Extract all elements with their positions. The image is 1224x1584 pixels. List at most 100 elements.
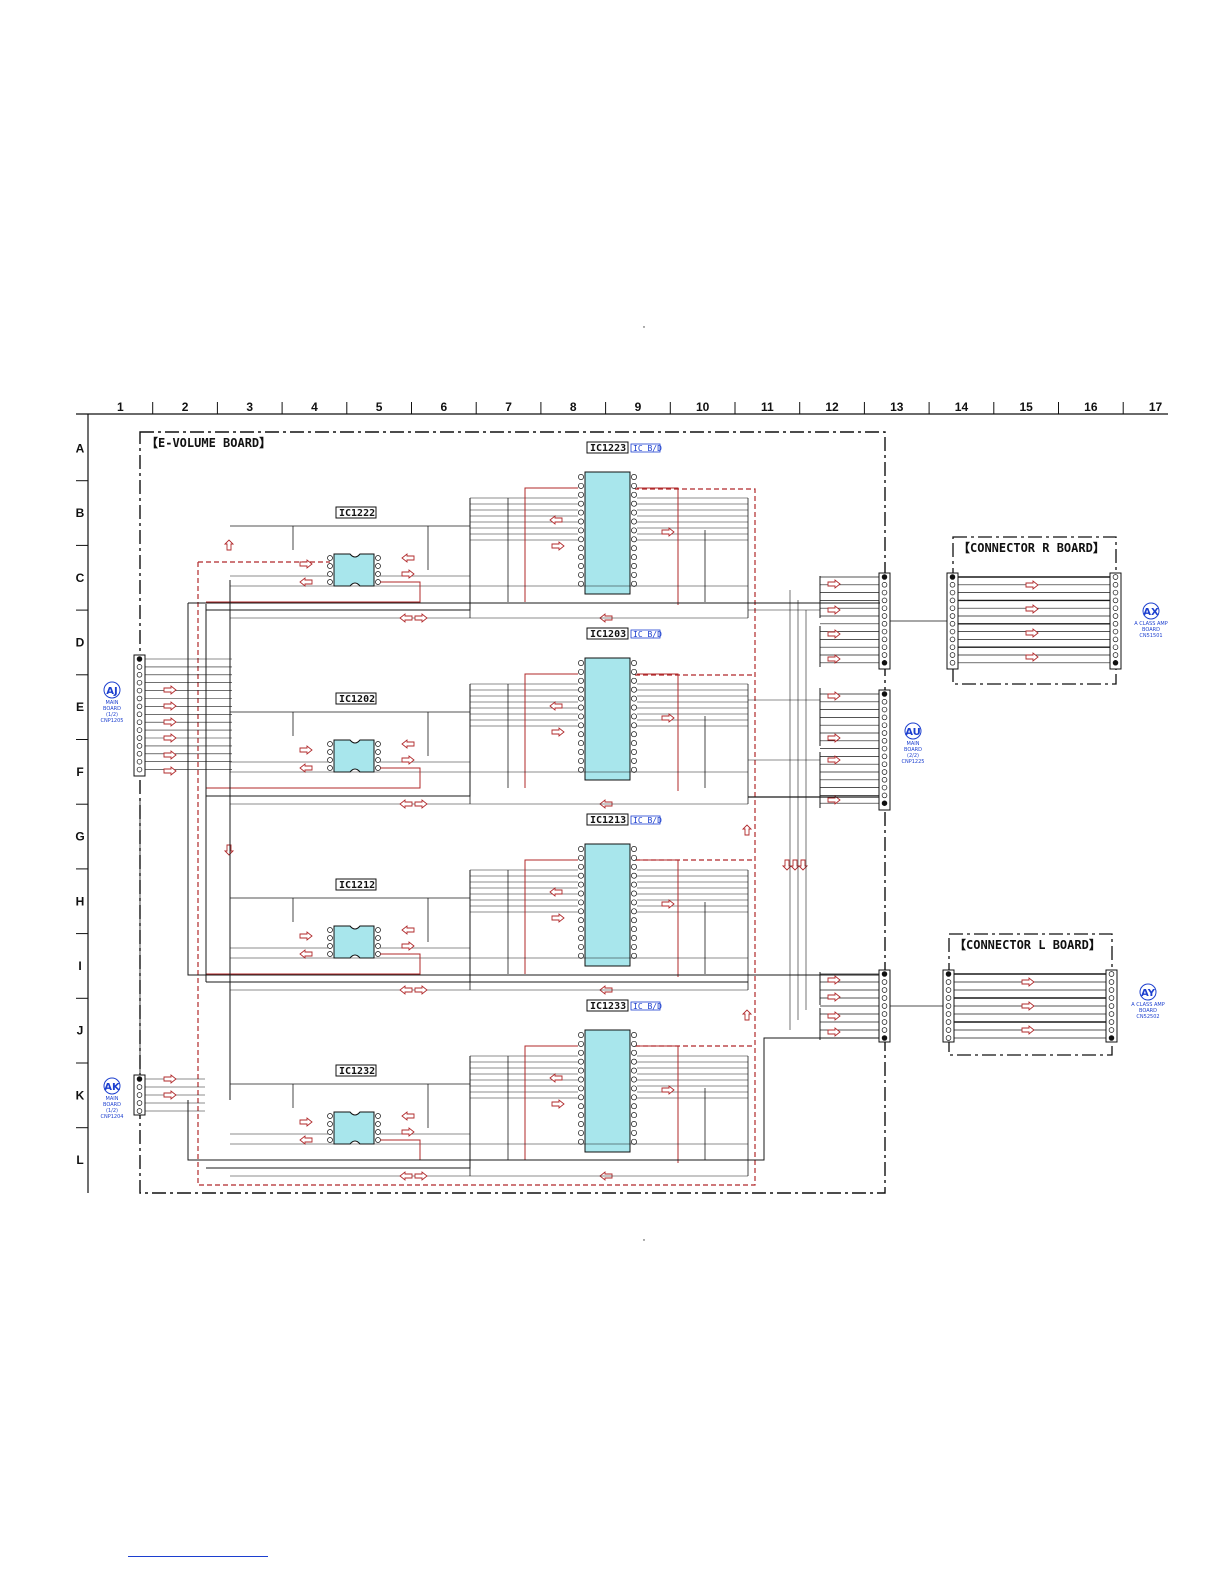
signal-arrow xyxy=(163,1074,177,1084)
signal-arrow xyxy=(781,859,793,871)
signal-arrow xyxy=(163,750,177,760)
ic-body xyxy=(584,1029,631,1153)
e-volume-board: 【E-VOLUME BOARD】 xyxy=(139,431,886,1194)
signal-arrow xyxy=(1021,977,1035,987)
signal-arrow xyxy=(223,844,235,856)
signal-arrow xyxy=(1025,628,1039,638)
grid-column-label: 17 xyxy=(1149,400,1163,414)
ic-label: IC1202 xyxy=(339,694,375,705)
signal-arrow xyxy=(1025,604,1039,614)
connector-l-board: 【CONNECTOR L BOARD】 AY A CLASS AMP BOARD… xyxy=(890,933,1165,1056)
signal-arrow xyxy=(827,579,841,589)
signal-arrow xyxy=(163,1090,177,1100)
signal-arrow xyxy=(163,733,177,743)
signal-arrow xyxy=(797,859,809,871)
signal-arrow xyxy=(827,755,841,765)
signal-arrow xyxy=(661,713,675,723)
signal-arrow xyxy=(414,985,428,995)
signal-arrow xyxy=(827,1011,841,1021)
ic-label: IC1212 xyxy=(339,880,375,891)
signal-arrow xyxy=(401,1111,415,1121)
signal-arrow xyxy=(401,941,415,951)
aj-line-4: CNP1205 xyxy=(101,718,124,724)
connector-aj: AJ MAIN BOARD (1/2) CNP1205 xyxy=(101,654,232,777)
grid-row-label: D xyxy=(76,635,85,649)
grid-column-label: 15 xyxy=(1019,400,1033,414)
signal-arrow xyxy=(401,925,415,935)
ak-line-2: BOARD xyxy=(103,1102,121,1108)
signal-arrow xyxy=(414,1171,428,1181)
ax-line-2: BOARD xyxy=(1142,627,1160,633)
aj-line-2: BOARD xyxy=(103,706,121,712)
ax-line-3: CN51501 xyxy=(1139,633,1162,639)
ic-label: IC1232 xyxy=(339,1066,375,1077)
channel-block: IC1203 IC B/D IC1202 xyxy=(206,627,749,809)
signal-arrow xyxy=(741,824,753,836)
ic-type-label: IC B/D xyxy=(633,630,662,639)
signal-arrow xyxy=(414,799,428,809)
signal-arrow xyxy=(549,701,563,711)
signal-arrow xyxy=(163,685,177,695)
au-code: AU xyxy=(905,727,921,738)
ic-body xyxy=(584,471,631,595)
signal-arrow xyxy=(401,553,415,563)
signal-arrow xyxy=(299,763,313,773)
ay-line-2: BOARD xyxy=(1139,1008,1157,1014)
signal-arrow xyxy=(401,569,415,579)
ic-body xyxy=(333,739,375,773)
ic-body xyxy=(333,925,375,959)
grid-column-label: 11 xyxy=(761,400,774,414)
grid-column-label: 4 xyxy=(311,400,318,414)
signal-arrow xyxy=(1025,580,1039,590)
au-line-3: (2/2) xyxy=(907,753,919,759)
ax-line-1: A CLASS AMP xyxy=(1134,621,1168,627)
ic-label: IC1222 xyxy=(339,508,375,519)
grid-column-label: 5 xyxy=(376,400,383,414)
signal-arrow xyxy=(549,515,563,525)
grid-column-label: 12 xyxy=(825,400,839,414)
signal-arrow xyxy=(827,605,841,615)
grid-row-label: F xyxy=(76,765,83,779)
signal-arrow xyxy=(661,899,675,909)
ak-line-3: (1/2) xyxy=(106,1108,118,1114)
signal-arrow xyxy=(661,527,675,537)
ic-type-label: IC B/D xyxy=(633,816,662,825)
grid-column-label: 14 xyxy=(955,400,969,414)
signal-arrow xyxy=(1021,1001,1035,1011)
signal-arrow xyxy=(1021,1025,1035,1035)
aj-code: AJ xyxy=(106,686,117,697)
ic-body xyxy=(333,1111,375,1145)
grid-column-label: 10 xyxy=(696,400,710,414)
signal-arrow xyxy=(399,613,413,623)
signal-arrow xyxy=(299,949,313,959)
signal-arrow xyxy=(299,1135,313,1145)
ic-label: IC1223 xyxy=(590,443,626,454)
grid-column-label: 2 xyxy=(182,400,189,414)
ic-label: IC1203 xyxy=(590,629,626,640)
signal-arrow xyxy=(163,717,177,727)
signal-arrow xyxy=(299,559,313,569)
signal-arrow xyxy=(551,1099,565,1109)
au-line-1: MAIN xyxy=(907,741,920,747)
ak-line-1: MAIN xyxy=(106,1096,119,1102)
grid-column-label: 16 xyxy=(1084,400,1098,414)
signal-arrow xyxy=(827,654,841,664)
signal-arrow xyxy=(299,745,313,755)
signal-arrow xyxy=(299,1117,313,1127)
grid-row-label: G xyxy=(75,830,84,844)
signal-arrow xyxy=(401,1127,415,1137)
grid-row-label: E xyxy=(76,700,84,714)
footer-link-underline[interactable] xyxy=(128,1556,268,1557)
ak-code: AK xyxy=(104,1082,121,1093)
e-volume-board-title: 【E-VOLUME BOARD】 xyxy=(146,435,271,450)
signal-arrow xyxy=(163,766,177,776)
grid-column-label: 13 xyxy=(890,400,904,414)
junction-bars xyxy=(223,539,841,1040)
signal-arrow xyxy=(827,691,841,701)
signal-arrow xyxy=(827,975,841,985)
au-line-2: BOARD xyxy=(904,747,922,753)
